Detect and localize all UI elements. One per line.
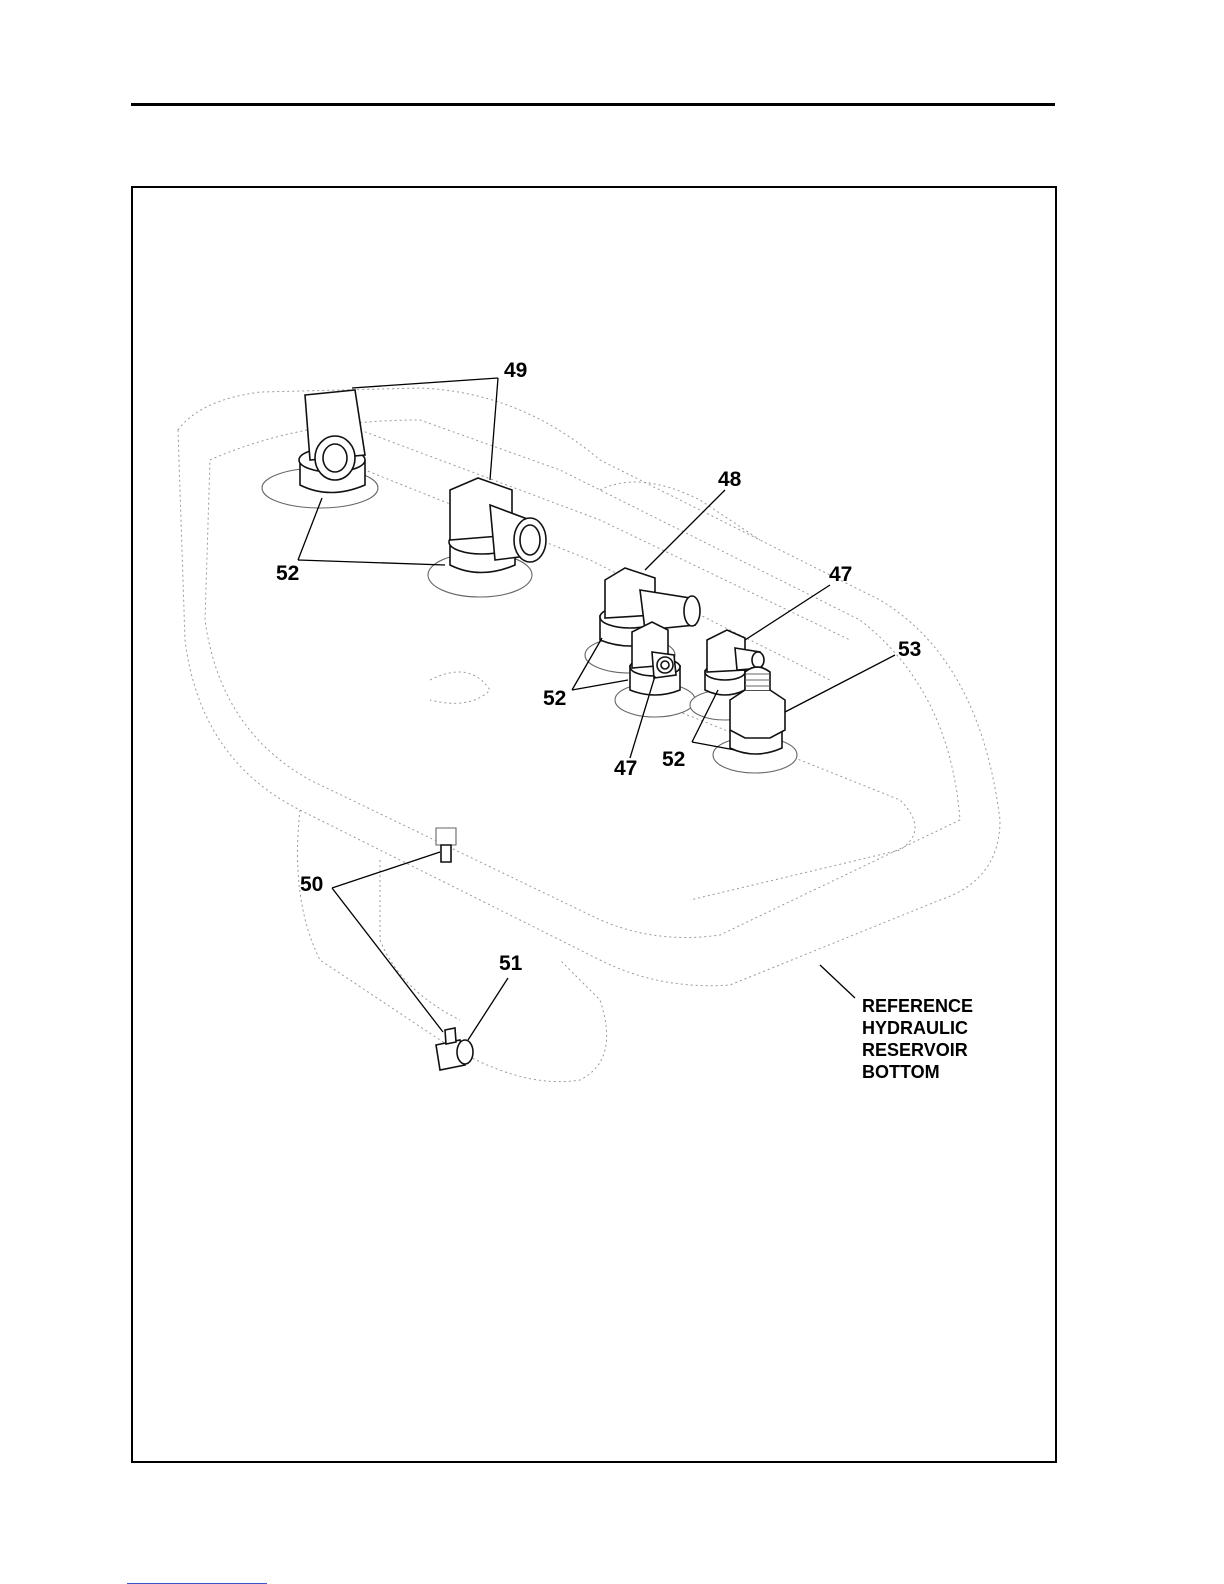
leader-lines bbox=[298, 378, 895, 1040]
fitting-49-left bbox=[262, 390, 378, 508]
fitting-50-upper bbox=[436, 828, 456, 862]
callout-48: 48 bbox=[718, 468, 742, 491]
callout-47: 47 bbox=[829, 563, 852, 586]
callout-52: 52 bbox=[543, 687, 566, 710]
fitting-50-51-lower bbox=[436, 1028, 473, 1070]
reference-label-line: REFERENCE bbox=[862, 996, 973, 1016]
callout-53: 53 bbox=[898, 638, 921, 661]
callout-50: 50 bbox=[300, 873, 323, 896]
callout-52: 52 bbox=[662, 748, 685, 771]
callout-51: 51 bbox=[499, 952, 523, 975]
reference-label-line: HYDRAULIC bbox=[862, 1018, 968, 1038]
reference-label: REFERENCE HYDRAULIC RESERVOIR BOTTOM bbox=[862, 996, 973, 1082]
reference-label-line: RESERVOIR bbox=[862, 1040, 968, 1060]
callout-47: 47 bbox=[614, 757, 637, 780]
callout-49: 49 bbox=[504, 359, 527, 382]
fitting-49-center bbox=[428, 478, 546, 597]
callout-52: 52 bbox=[276, 562, 299, 585]
reference-label-line: BOTTOM bbox=[862, 1062, 940, 1082]
